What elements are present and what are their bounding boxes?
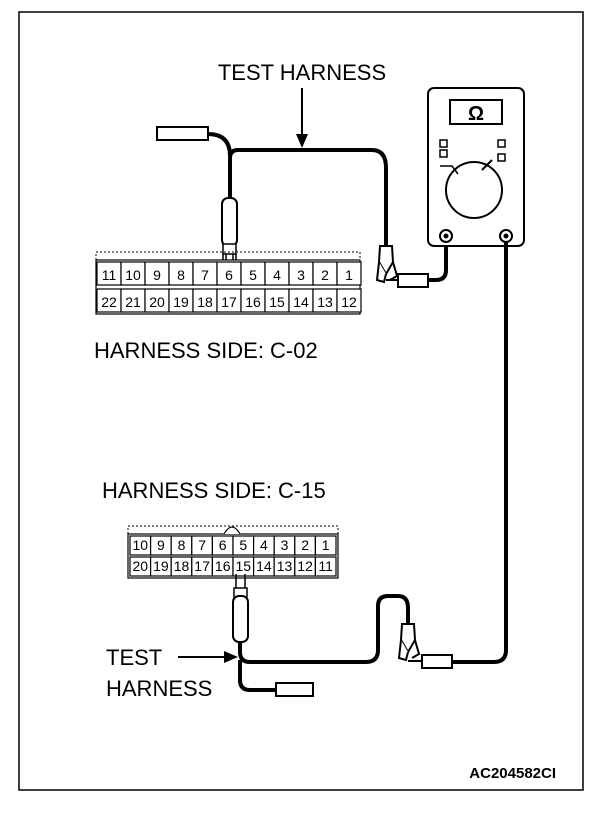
c02-bottom-pin-label: 14 bbox=[293, 294, 309, 310]
c15-probe-body bbox=[232, 595, 249, 643]
ohm-symbol: Ω bbox=[468, 103, 484, 125]
bottom-plug bbox=[421, 654, 453, 669]
c02-bottom-pin-label: 13 bbox=[317, 294, 333, 310]
c02-bottom-pin-label: 17 bbox=[221, 294, 237, 310]
c15-latch bbox=[223, 526, 241, 535]
c15-top-pin-label: 4 bbox=[260, 537, 268, 553]
meter-right-lead bbox=[452, 242, 508, 664]
c02-bottom-pin-label: 20 bbox=[149, 294, 165, 310]
meter-dial bbox=[445, 161, 503, 219]
c15-bottom-pin-label: 14 bbox=[256, 558, 272, 574]
c02-top-pin-label: 1 bbox=[345, 267, 353, 283]
meter-dial-pointer bbox=[481, 159, 493, 171]
c15-bottom-pin-label: 13 bbox=[277, 558, 293, 574]
c02-bottom-pin-label: 12 bbox=[341, 294, 357, 310]
c15-bottom-pin-label: 19 bbox=[153, 558, 169, 574]
test-harness-bottom-arrowhead bbox=[224, 651, 238, 663]
test-harness-top-arrowhead bbox=[296, 134, 308, 148]
c02-bottom-pin-label: 15 bbox=[269, 294, 285, 310]
c15-bottom-pin-label: 12 bbox=[297, 558, 313, 574]
bottom-harness-wire bbox=[238, 594, 410, 664]
meter-dial-scale bbox=[440, 165, 459, 175]
test-harness-bottom-label-line2: HARNESS bbox=[106, 676, 212, 701]
c15-top-pin-label: 10 bbox=[133, 537, 149, 553]
c02-top-pin-label: 8 bbox=[177, 267, 185, 283]
meter-jack-left-inner bbox=[443, 233, 449, 239]
c15-dashed-outline bbox=[127, 525, 339, 534]
c02-bottom-cell bbox=[336, 288, 362, 313]
c15-bottom-pin-label: 16 bbox=[215, 558, 231, 574]
test-harness-top-label: TEST HARNESS bbox=[218, 60, 386, 85]
harness-side-c15-label: HARNESS SIDE: C-15 bbox=[102, 478, 326, 503]
c02-top-pin-label: 5 bbox=[249, 267, 257, 283]
meter-button-2 bbox=[439, 149, 448, 158]
c02-top-cell bbox=[336, 261, 362, 286]
c15-top-pin-label: 2 bbox=[301, 537, 309, 553]
top-harness-branch bbox=[207, 132, 232, 157]
test-harness-bottom-label-line1: TEST bbox=[106, 645, 162, 670]
bottom-alligator-jaw bbox=[397, 639, 421, 662]
c02-top-pin-label: 11 bbox=[102, 267, 117, 283]
c02-top-pin-label: 10 bbox=[125, 267, 141, 283]
harness-side-c02-label: HARNESS SIDE: C-02 bbox=[94, 338, 318, 363]
frame-border bbox=[18, 11, 584, 791]
bottom-harness-branch bbox=[238, 660, 276, 692]
c02-dashed-outline bbox=[95, 251, 361, 260]
c02-probe-sleeve bbox=[222, 243, 237, 255]
meter-left-lead bbox=[428, 238, 448, 282]
c02-top-pin-label: 4 bbox=[273, 267, 281, 283]
c02-top-pin-label: 9 bbox=[153, 267, 161, 283]
c02-top-pin-label: 2 bbox=[321, 267, 329, 283]
c02-probe-body bbox=[221, 197, 238, 247]
meter-button-4 bbox=[497, 153, 506, 162]
meter-button-1 bbox=[439, 139, 448, 148]
c15-bottom-cell bbox=[314, 556, 337, 577]
c15-bottom-pin-label: 11 bbox=[318, 558, 333, 574]
c15-bottom-pin-label: 15 bbox=[236, 558, 252, 574]
c02-bottom-pin-label: 22 bbox=[101, 294, 117, 310]
meter-button-3 bbox=[497, 139, 506, 148]
c15-top-pin-label: 6 bbox=[219, 537, 227, 553]
c15-top-pin-label: 8 bbox=[178, 537, 186, 553]
c02-bottom-pin-label: 19 bbox=[173, 294, 189, 310]
top-alligator-clip bbox=[377, 245, 395, 276]
top-harness-wire bbox=[228, 148, 388, 246]
meter-jack-right-inner bbox=[503, 233, 509, 239]
c15-top-pin-label: 3 bbox=[281, 537, 289, 553]
c15-bottom-pin-label: 17 bbox=[194, 558, 210, 574]
c02-top-pin-label: 3 bbox=[297, 267, 305, 283]
c15-bottom-pin-label: 20 bbox=[133, 558, 149, 574]
bottom-harness-left-probe bbox=[275, 682, 314, 697]
c02-top-pin-label: 7 bbox=[201, 267, 209, 283]
top-plug bbox=[397, 273, 429, 288]
figure-code: AC204582CI bbox=[469, 765, 556, 782]
c15-top-pin-label: 5 bbox=[239, 537, 247, 553]
c15-top-pin-label: 7 bbox=[198, 537, 206, 553]
c02-bottom-pin-label: 21 bbox=[125, 294, 141, 310]
c02-bottom-pin-label: 16 bbox=[245, 294, 261, 310]
multimeter-display bbox=[449, 99, 503, 125]
c02-top-pin-label: 6 bbox=[225, 267, 233, 283]
bottom-alligator-clip bbox=[399, 623, 417, 654]
c02-bottom-pin-label: 18 bbox=[197, 294, 213, 310]
c15-bottom-pin-label: 18 bbox=[174, 558, 190, 574]
top-harness-left-probe bbox=[156, 126, 209, 141]
c15-top-pin-label: 1 bbox=[322, 537, 330, 553]
c15-top-cell bbox=[314, 535, 337, 556]
c15-top-pin-label: 9 bbox=[157, 537, 165, 553]
